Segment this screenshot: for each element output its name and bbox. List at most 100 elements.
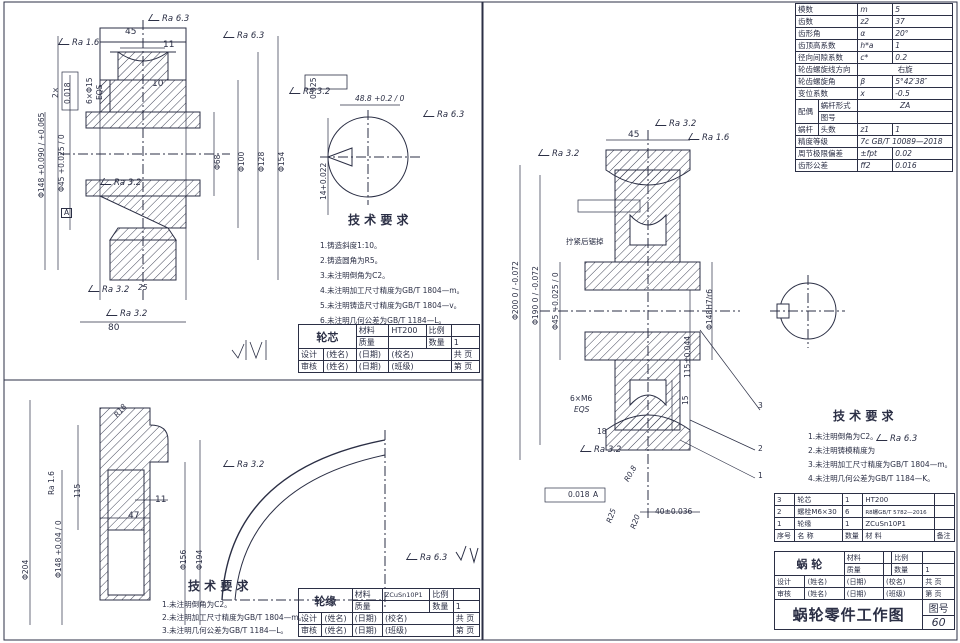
main-mass (882, 563, 893, 576)
main-person: (姓名) (804, 575, 845, 588)
param-name: 精度等级 (794, 135, 859, 148)
param-value: 0.2 (892, 51, 953, 64)
param-value: 0.02 (892, 147, 953, 160)
bom-head-note: 备注 (933, 529, 956, 542)
param-value: 7c GB/T 10089—2018 (857, 135, 953, 148)
main-mass-label: 质量 (843, 563, 885, 576)
tb2-material-label: 材料 (351, 588, 383, 601)
param-name: 轮齿螺旋角 (794, 75, 859, 88)
tb2-checker: (姓名) (321, 624, 353, 637)
bom-name: 螺栓M6×30 (794, 505, 843, 518)
tech-req-3-item: 3.未注明加工尺寸精度为GB/T 1804—m。 (808, 460, 952, 469)
main-material-label: 材料 (843, 551, 885, 564)
callout-1: 1 (758, 471, 763, 480)
tech-req-3-item: 4.未注明几何公差为GB/T 1184—K。 (808, 474, 935, 483)
bom-name: 轮芯 (794, 493, 843, 506)
param-symbol: m (857, 3, 894, 16)
main-date: (日期) (843, 575, 885, 588)
drawing-number: 60 (922, 615, 955, 630)
bom-qty: 1 (841, 517, 864, 530)
param-symbol: z2 (857, 15, 894, 28)
param-name: 图号 (817, 111, 859, 124)
dim-10: 10 (152, 79, 164, 89)
dim-phi204: Φ204 (21, 559, 30, 580)
param-name: 齿数 (794, 15, 859, 28)
tb2-count: 1 (452, 600, 481, 613)
dim-phi45: Φ45 +0.025 / 0 (57, 134, 66, 192)
param-group: 配偶 (795, 99, 819, 124)
tb1-checker: (姓名) (323, 360, 357, 373)
bom-qty: 6 (841, 505, 864, 518)
tech-req-1-item: 5.未注明铸造尺寸精度为GB/T 1804—v。 (320, 301, 462, 310)
tb1-ratio-label: 比例 (425, 324, 452, 337)
bom-note (933, 505, 956, 518)
roughness-ra32-e: Ra 3.2 (225, 460, 264, 470)
tb2-count-label: 数量 (429, 600, 454, 613)
bom-head-material: 材 料 (862, 529, 935, 542)
main-count-label: 数量 (891, 563, 924, 576)
param-name: 轮齿螺旋线方向 (794, 63, 859, 76)
dim-11-b: 11 (155, 495, 167, 505)
param-value: -0.5 (892, 87, 953, 100)
dim-eqs: EQS (95, 84, 104, 100)
param-value: 5 (892, 3, 953, 16)
dim-phi190: Φ190 0 / -0.072 (531, 266, 540, 325)
param-value (857, 111, 953, 124)
hub-keyway-view (304, 74, 420, 215)
tech-req-1-item: 1.铸造斜度1:10。 (320, 241, 382, 250)
bom-head-qty: 数量 (841, 529, 864, 542)
tol-0025: 0.025 (309, 77, 318, 99)
main-checker: (姓名) (804, 587, 845, 600)
tb1-school: (校名) (388, 348, 452, 361)
bom-note (933, 517, 956, 530)
hub-section-view (44, 20, 279, 323)
roughness-ra63-e: Ra 6.3 (878, 434, 917, 444)
param-name: 蜗杆形式 (817, 99, 859, 112)
tb1-total: 共 页 (450, 348, 481, 361)
dim-18-right: 18 (597, 427, 607, 436)
dim-phi128: Φ128 (257, 151, 266, 172)
param-value: 1 (892, 39, 953, 52)
param-symbol: x (857, 87, 894, 100)
dim-45: 45 (125, 27, 137, 37)
main-check-date: (日期) (843, 587, 885, 600)
rim-section-view (29, 400, 479, 625)
tb1-name: 轮芯 (298, 324, 357, 349)
bom-material: HT200 (862, 493, 935, 506)
tech-req-1-item: 3.未注明倒角为C2。 (320, 271, 390, 280)
bom-index: 3 (773, 493, 796, 506)
tech-req-1-list: 1.铸造斜度1:10。 2.铸造圆角为R5。 3.未注明倒角为C2。 4.未注明… (320, 238, 464, 328)
drawing-number-label: 图号 (922, 599, 955, 616)
tb2-date: (日期) (351, 612, 383, 625)
drawing-title: 蜗轮零件工作图 (773, 599, 924, 630)
dim-phi100: Φ100 (237, 151, 246, 172)
main-ratio (922, 551, 955, 564)
param-name: 变位系数 (794, 87, 859, 100)
roughness-ra32-g: Ra 3.2 (540, 149, 579, 159)
tb1-mass (388, 336, 427, 349)
bom-head-index: 序号 (773, 529, 796, 542)
main-school: (校名) (882, 575, 924, 588)
param-symbol: ±fpt (857, 147, 894, 160)
param-row: 轮齿螺旋线方向右旋 (794, 63, 953, 76)
tb2-person: (姓名) (321, 612, 353, 625)
tb1-check: 审核 (297, 360, 325, 373)
tb1-count-label: 数量 (425, 336, 452, 349)
tb1-design: 设计 (297, 348, 325, 361)
bom-index: 1 (773, 517, 796, 530)
roughness-ra16: Ra 1.6 (60, 38, 99, 48)
tb1-ratio (450, 324, 481, 337)
frame-right (482, 1, 958, 641)
bom-qty: 1 (841, 493, 864, 506)
bom-note (933, 493, 956, 506)
dim-6xm6: 6×M6 (570, 394, 593, 403)
